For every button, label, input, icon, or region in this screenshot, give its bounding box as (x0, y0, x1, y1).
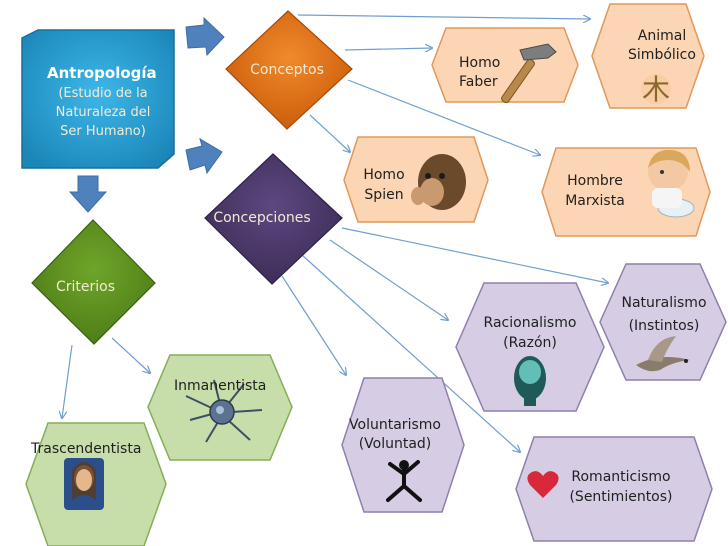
criterios-label: Criterios (56, 279, 116, 295)
voluntarismo-line2: (Voluntad) (358, 436, 432, 452)
conceptos-label: Conceptos (250, 62, 324, 78)
concepciones-diamond (204, 153, 343, 285)
hammer-icon (501, 43, 557, 104)
connector-criterios-inmanentista (111, 337, 150, 373)
heart-icon (527, 471, 559, 498)
naturalismo-line2: (Instintos) (628, 318, 700, 334)
antropologia-subtitle-line3: Ser Humano) (60, 124, 146, 139)
homo-faber-line1: Homo (459, 55, 501, 71)
naturalismo-hexagon (599, 263, 727, 381)
trascendentista-label: Trascendentista (31, 441, 142, 457)
connector-concepciones-racionalismo (329, 239, 448, 320)
svg-text:木: 木 (642, 73, 670, 106)
concepciones-label: Concepciones (213, 210, 311, 226)
connector-conceptos-marxista (347, 79, 540, 155)
romanticismo-line1: Romanticismo (571, 469, 671, 485)
block-arrows (68, 16, 225, 213)
hombre-marxista-line1: Hombre (567, 173, 623, 189)
jumping-person-icon (386, 460, 422, 502)
antropologia-box (21, 29, 175, 169)
animal-simbolico-hexagon (591, 3, 705, 109)
criterios-diamond (31, 219, 156, 345)
connector-conceptos-animal (297, 14, 590, 19)
voluntarismo-hexagon (341, 377, 465, 513)
romanticismo-hexagon (515, 436, 713, 542)
hexagons (25, 3, 727, 546)
antropologia-subtitle-line2: Naturaleza del (55, 105, 151, 120)
chimpanzee-icon (411, 154, 466, 210)
block-arrow-to-criterios (68, 175, 108, 213)
connector-concepciones-naturalismo (341, 227, 608, 283)
child-eating-icon (648, 149, 695, 218)
connector-criterios-trascendentista (62, 344, 73, 418)
homo-spien-line2: Spien (364, 187, 404, 203)
antropologia-subtitle-line1: (Estudio de la (58, 86, 148, 101)
racionalismo-line1: Racionalismo (483, 315, 577, 331)
bird-icon (636, 336, 690, 372)
hombre-marxista-line2: Marxista (565, 193, 625, 209)
homo-spien-line1: Homo (363, 167, 405, 183)
homo-faber-hexagon (431, 27, 579, 103)
chinese-character-icon: 木 (641, 73, 671, 106)
romanticismo-line2: (Sentimientos) (569, 489, 673, 505)
animal-simbolico-line2: Simbólico (628, 47, 696, 63)
connector-conceptos-spien (309, 114, 350, 152)
neuron-cell-icon (185, 379, 263, 443)
block-arrow-to-conceptos (185, 16, 225, 57)
jesus-portrait-icon (64, 458, 104, 510)
block-arrow-to-concepciones (185, 137, 223, 175)
connector-concepciones-romanticismo (301, 254, 520, 452)
racionalismo-line2: (Razón) (503, 335, 557, 351)
homo-faber-line2: Faber (459, 74, 498, 90)
connectors (62, 14, 608, 452)
connector-concepciones-voluntarismo (281, 275, 346, 375)
inmanentista-label: Inmanentista (174, 378, 267, 394)
voluntarismo-line1: Voluntarismo (349, 417, 441, 433)
connector-conceptos-faber (344, 48, 432, 50)
brain-head-icon (514, 356, 546, 406)
antropologia-title: Antropología (47, 64, 157, 82)
naturalismo-line1: Naturalismo (621, 295, 707, 311)
racionalismo-hexagon (455, 282, 605, 412)
animal-simbolico-line1: Animal (637, 28, 687, 44)
conceptos-diamond (225, 10, 353, 130)
